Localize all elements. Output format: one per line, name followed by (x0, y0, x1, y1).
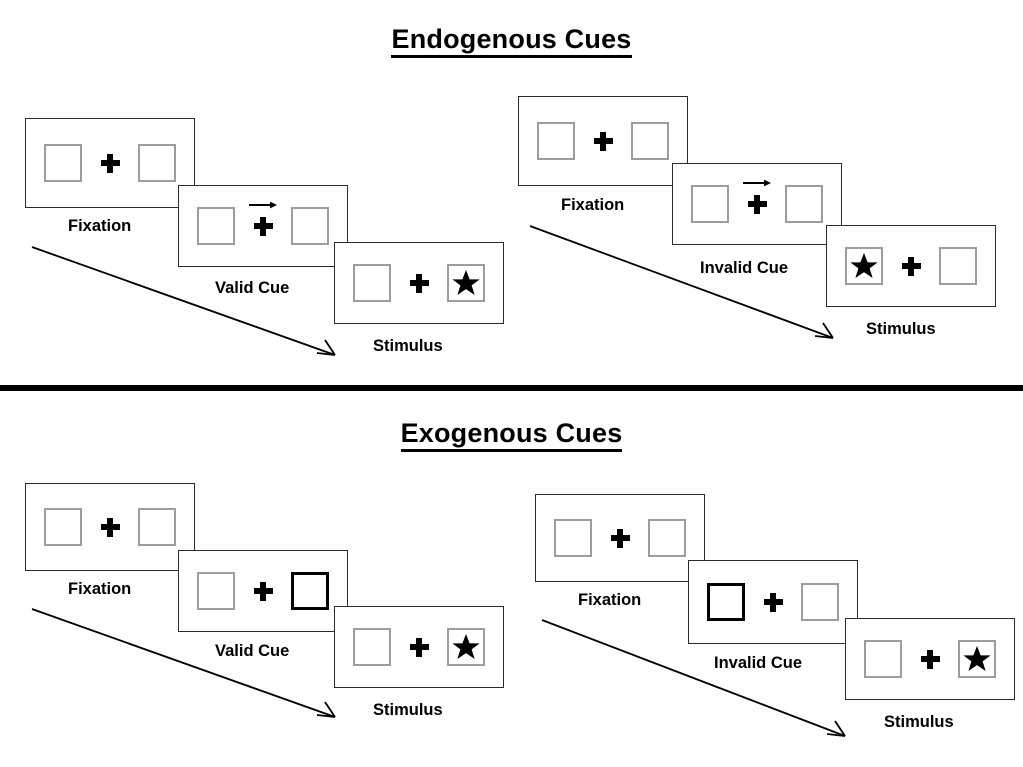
fixation-area (575, 131, 631, 151)
caption-exogenous-valid-cue: Valid Cue (215, 642, 290, 660)
placeholder-box-right (138, 144, 176, 182)
caption-endogenous-invalid-fixation: Fixation (561, 196, 625, 214)
placeholder-box-left (691, 185, 729, 223)
panel-exogenous-invalid-cue (688, 560, 858, 644)
peripheral-cue-box-right (291, 572, 329, 610)
caption-endogenous-valid-fixation: Fixation (68, 217, 132, 235)
flow-arrow-icon (541, 619, 846, 737)
plus-icon (901, 256, 921, 276)
plus-icon (100, 153, 120, 173)
caption-exogenous-valid-stimulus: Stimulus (373, 701, 443, 719)
section-title-endogenous: Endogenous Cues (0, 24, 1023, 58)
placeholder-box-right (291, 207, 329, 245)
panel-endogenous-valid-fixation (25, 118, 195, 208)
plus-icon (593, 131, 613, 151)
placeholder-box-right-target (447, 628, 485, 666)
placeholder-box-right (939, 247, 977, 285)
placeholder-box-left (554, 519, 592, 557)
fixation-area (235, 201, 291, 236)
fixation-area (745, 592, 801, 612)
caption-endogenous-invalid-stimulus: Stimulus (866, 320, 936, 338)
placeholder-box-right-target (958, 640, 996, 678)
placeholder-box-left-target (845, 247, 883, 285)
placeholder-box-right (631, 122, 669, 160)
fixation-area (391, 637, 447, 657)
fixation-area (391, 273, 447, 293)
fixation-area (82, 517, 138, 537)
placeholder-box-left (44, 144, 82, 182)
flow-arrow-icon (31, 246, 336, 356)
star-icon (963, 646, 991, 671)
plus-icon (763, 592, 783, 612)
plus-icon (253, 581, 273, 601)
caption-endogenous-valid-cue: Valid Cue (215, 279, 290, 297)
placeholder-box-right (801, 583, 839, 621)
panel-exogenous-valid-stimulus (334, 606, 504, 688)
panel-exogenous-valid-fixation (25, 483, 195, 571)
panel-endogenous-invalid-fixation (518, 96, 688, 186)
placeholder-box-right (785, 185, 823, 223)
placeholder-box-left (353, 264, 391, 302)
caption-exogenous-valid-fixation: Fixation (68, 580, 132, 598)
star-icon (850, 253, 878, 278)
caption-endogenous-valid-stimulus: Stimulus (373, 337, 443, 355)
section-divider (0, 385, 1023, 391)
placeholder-box-right (138, 508, 176, 546)
placeholder-box-right (648, 519, 686, 557)
panel-endogenous-invalid-stimulus (826, 225, 996, 307)
caption-endogenous-invalid-cue: Invalid Cue (700, 259, 789, 277)
section-title-exogenous-text: Exogenous Cues (400, 418, 623, 452)
section-title-endogenous-text: Endogenous Cues (391, 24, 632, 58)
fixation-area (82, 153, 138, 173)
plus-icon (100, 517, 120, 537)
arrow-right-icon (249, 201, 277, 208)
flow-arrow-icon (31, 608, 336, 718)
star-icon (452, 270, 480, 295)
panel-endogenous-invalid-cue (672, 163, 842, 245)
fixation-area (883, 256, 939, 276)
placeholder-box-left (44, 508, 82, 546)
caption-exogenous-invalid-fixation: Fixation (578, 591, 642, 609)
panel-exogenous-invalid-fixation (535, 494, 705, 582)
plus-icon (249, 201, 277, 236)
placeholder-box-left (537, 122, 575, 160)
caption-exogenous-invalid-cue: Invalid Cue (714, 654, 803, 672)
placeholder-box-left (197, 572, 235, 610)
arrow-right-icon (743, 179, 771, 186)
peripheral-cue-box-left (707, 583, 745, 621)
plus-icon (409, 273, 429, 293)
panel-endogenous-valid-cue (178, 185, 348, 267)
section-title-exogenous: Exogenous Cues (0, 418, 1023, 452)
panel-exogenous-valid-cue (178, 550, 348, 632)
caption-exogenous-invalid-stimulus: Stimulus (884, 713, 954, 731)
panel-endogenous-valid-stimulus (334, 242, 504, 324)
star-icon (452, 634, 480, 659)
fixation-area (902, 649, 958, 669)
fixation-area (592, 528, 648, 548)
fixation-area (235, 581, 291, 601)
fixation-area (729, 179, 785, 214)
plus-icon (743, 179, 771, 214)
flow-arrow-icon (529, 225, 834, 339)
plus-icon (920, 649, 940, 669)
plus-icon (409, 637, 429, 657)
placeholder-box-right-target (447, 264, 485, 302)
panel-exogenous-invalid-stimulus (845, 618, 1015, 700)
placeholder-box-left (864, 640, 902, 678)
placeholder-box-left (197, 207, 235, 245)
placeholder-box-left (353, 628, 391, 666)
plus-icon (610, 528, 630, 548)
